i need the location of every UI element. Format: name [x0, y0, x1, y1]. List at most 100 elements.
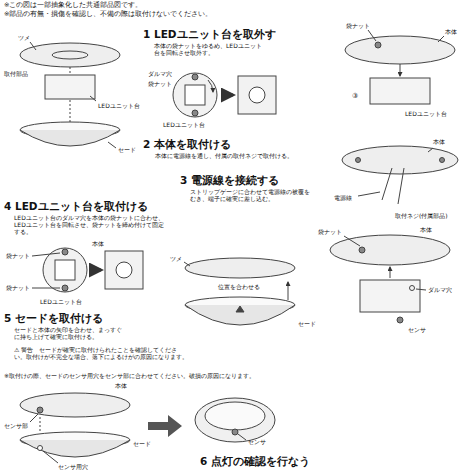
part-label: 袋ナット	[6, 252, 30, 259]
leader-line	[428, 148, 433, 152]
part-label: 取付部品	[4, 70, 28, 77]
step-heading: 4 LEDユニット台を取付ける	[4, 200, 148, 213]
part-label: 本体	[420, 226, 432, 233]
part-label: センサ用穴	[58, 463, 88, 470]
leader-line	[90, 96, 96, 101]
part-label: LEDユニット台	[98, 102, 140, 109]
part-label: 電源線	[334, 194, 352, 201]
unit-circle	[173, 73, 217, 117]
sensor	[397, 317, 403, 323]
part-label: ツメ	[170, 255, 182, 262]
body-plate	[342, 146, 458, 174]
part-label: セード	[298, 320, 316, 327]
leader-line	[344, 236, 360, 246]
mount-part	[52, 51, 88, 59]
led-unit-base	[360, 280, 420, 312]
unit-core	[55, 260, 75, 280]
leader-line	[108, 142, 116, 148]
shade-dome	[185, 305, 295, 325]
leader-line	[43, 451, 58, 463]
leader-line	[184, 262, 190, 266]
result-arrow	[148, 415, 182, 437]
step-heading: 6 点灯の確認を行なう	[200, 455, 310, 468]
part-label: ダルマ穴	[428, 286, 452, 293]
leader-line	[438, 36, 444, 42]
part-label: セード	[133, 440, 151, 447]
part-label: センサ部	[4, 422, 28, 429]
part-label: 袋ナット	[6, 284, 30, 291]
cap-nut	[62, 249, 68, 255]
unit-core	[185, 85, 205, 105]
sensor-hole	[38, 446, 43, 451]
part-label: 位置を合わせる	[218, 283, 260, 290]
power-wire	[382, 168, 392, 200]
lamp-face	[205, 402, 265, 430]
part-label: 袋ナット	[346, 22, 370, 29]
step-text: セードと本体の矢印を合わせ、まっすぐに持ち上げて確実に取付ける。	[14, 326, 124, 340]
note-text: ※部品の有無・損傷を確認し、不備の際は取付けないでください。	[4, 11, 212, 19]
part-label: LEDユニット台	[405, 110, 447, 117]
guide-line	[70, 67, 71, 75]
part-label: センサ	[248, 438, 266, 445]
part-label: ダルマ穴	[148, 70, 172, 77]
part-label: LEDユニット台	[40, 298, 82, 305]
body-plate	[20, 43, 120, 67]
part-label: LEDユニット台	[163, 121, 205, 128]
lift-arrow	[288, 282, 289, 300]
step-heading: 3 電源線を接続する	[180, 174, 279, 187]
guide-line	[70, 100, 71, 122]
note-text: ※取付けの際、セードのセンサ用穴をセンサ部に合わせてください。破損の原因になりま…	[4, 372, 294, 379]
sensor	[37, 407, 43, 413]
step-heading: 2 本体を取付ける	[143, 138, 231, 151]
part-label: センサ	[408, 326, 426, 333]
step-text: LEDユニット台のダルマ穴を本体の袋ナットに合わせ、LEDユニット台を回転させ、…	[14, 214, 164, 236]
step-text: 本体に電源線を通し、付属の取付ネジで取付ける。	[155, 152, 305, 159]
step-text: ストリップゲージに合わせて電源線の被覆をむき、端子に確実に差し込む。	[190, 188, 315, 202]
warning-text: ⚠ 警告 セードが確実に取付けられたことを確認してください。取付けが不完全な場合…	[14, 346, 189, 360]
screw	[356, 158, 361, 163]
leader-line	[30, 414, 38, 422]
step-text: 本体の袋ナットをゆるめ、LEDユニット台を回転させ取外す。	[154, 42, 266, 56]
cap-nut	[359, 247, 365, 253]
body-plate	[330, 235, 450, 265]
part-label: 本体	[433, 138, 445, 145]
rotate-arrow	[208, 80, 213, 92]
shade-dome	[20, 440, 130, 457]
leader-line	[32, 253, 60, 256]
part-label: 袋ナット	[148, 80, 172, 87]
leader-line	[32, 288, 60, 289]
step-arrow	[91, 269, 101, 272]
part-label: 取付ネジ(付属部品)	[395, 212, 448, 219]
leader-line	[238, 434, 246, 440]
cap-nut	[375, 42, 381, 48]
step-heading: 5 セードを取付ける	[4, 312, 103, 325]
part-label: 本体	[445, 28, 457, 35]
unit-core	[249, 87, 265, 103]
leader-line	[30, 42, 36, 50]
cap-nut	[192, 74, 198, 80]
cap-nut	[192, 110, 198, 116]
led-unit-base	[45, 75, 95, 99]
note-text: ※この図は一部抽象化した共通部品図です。	[4, 2, 142, 10]
body-plate	[345, 36, 455, 64]
leader-line	[368, 30, 376, 41]
body-plate	[20, 393, 130, 417]
callout-number: ③	[352, 92, 358, 100]
part-label: 本体	[115, 382, 127, 389]
attach-arrow	[390, 267, 391, 278]
step-arrow	[221, 94, 233, 97]
unit-core	[116, 262, 132, 278]
keyhole	[410, 286, 415, 291]
leader-line	[358, 192, 380, 196]
part-label: セード	[118, 146, 136, 153]
leader-line	[416, 289, 426, 290]
align-mark	[236, 306, 244, 312]
screw	[440, 158, 445, 163]
power-wire	[398, 168, 404, 204]
unit-square	[105, 251, 143, 289]
lamp	[195, 398, 275, 442]
remove-arrow	[400, 64, 401, 76]
led-unit-base	[370, 78, 430, 104]
step-heading: 1 LEDユニット台を取外す	[143, 28, 276, 41]
